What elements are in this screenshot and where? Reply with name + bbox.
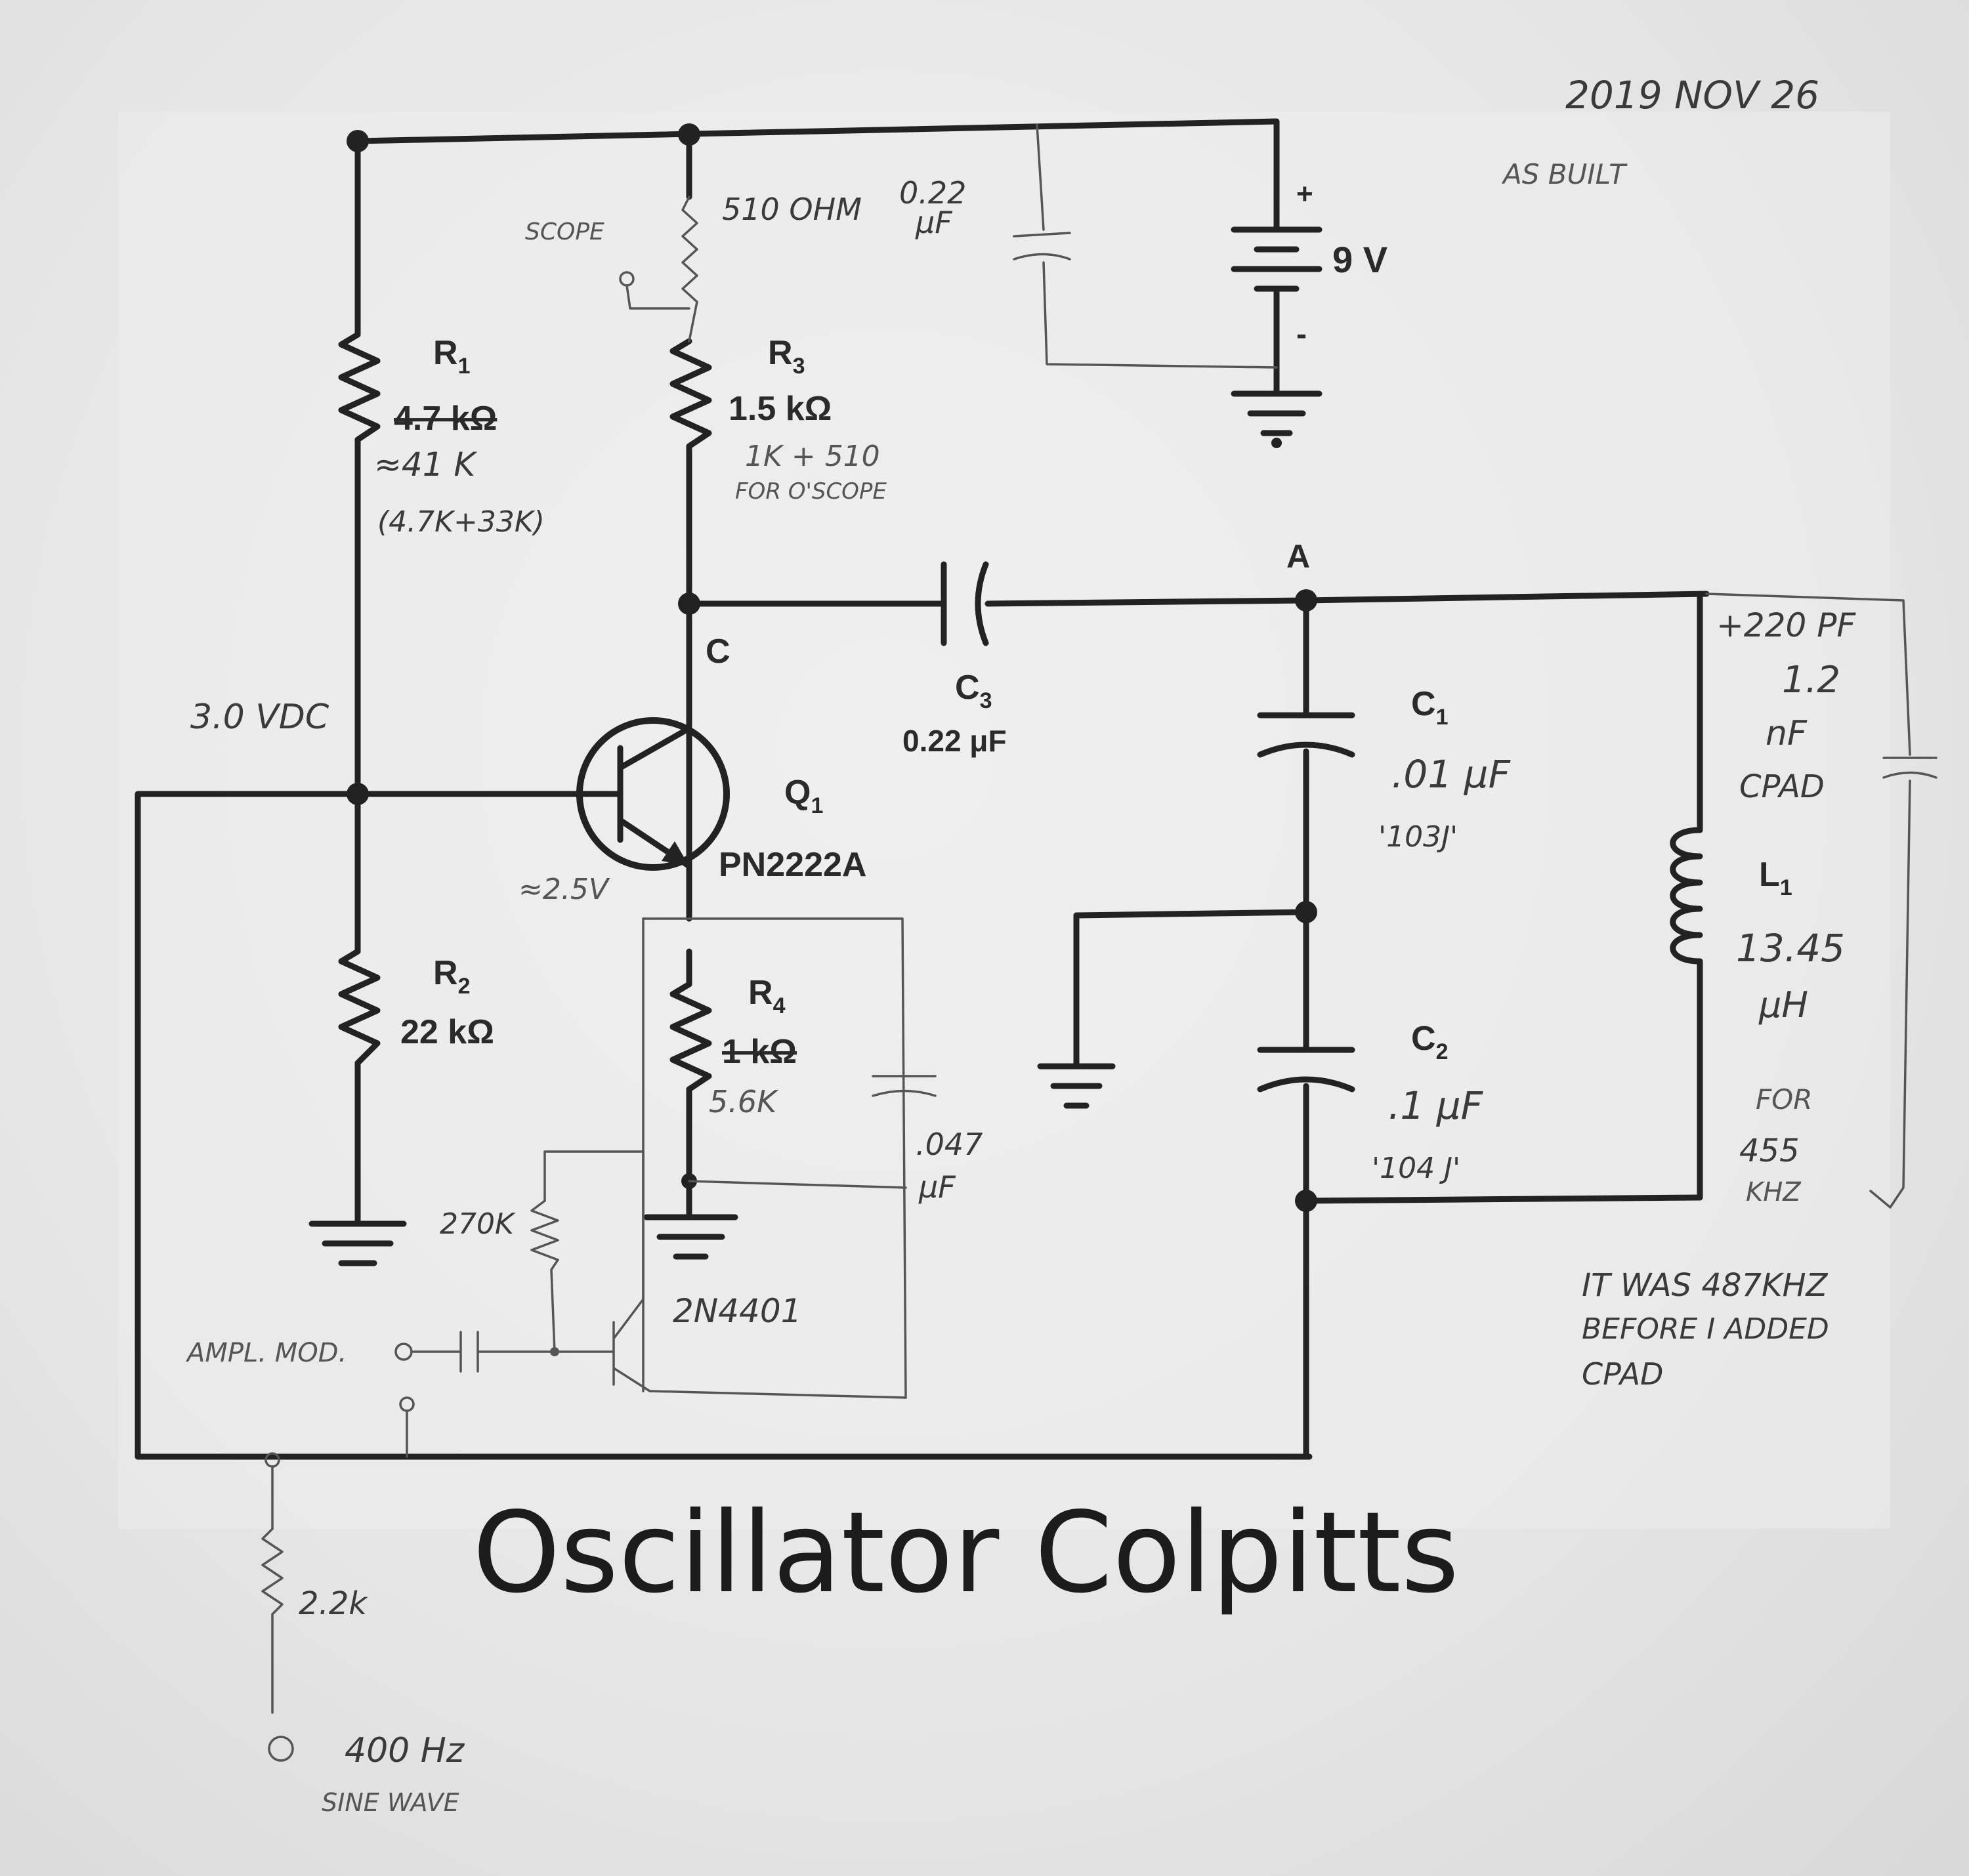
svg-text:R2: R2 — [433, 954, 470, 999]
svg-text:R1: R1 — [433, 334, 470, 379]
c1-capacitor — [1257, 712, 1355, 758]
sine-input-label-2: SINE WAVE — [322, 1788, 459, 1817]
scope-label: SCOPE — [525, 219, 604, 245]
bypass-value-1: 0.22 — [899, 175, 966, 211]
r4-value: 1 kΩ — [722, 1033, 797, 1071]
svg-text:C2: C2 — [1411, 1020, 1448, 1064]
cpad-line-1: +220 PF — [1716, 606, 1856, 644]
r4-resistor — [669, 981, 712, 1093]
top-rail — [354, 118, 1280, 200]
sine-input-label-1: 400 Hz — [345, 1731, 465, 1770]
r270k-resistor — [530, 1199, 559, 1353]
cpad-line-3: nF — [1766, 714, 1808, 753]
l1-value-2: μH — [1758, 984, 1808, 1026]
q2-transistor — [543, 1150, 907, 1399]
scope-lead — [625, 284, 690, 310]
c1-value: .01 μF — [1391, 752, 1512, 797]
ampl-mod-label: AMPL. MOD. — [185, 1338, 347, 1368]
c2-label: C2 — [1411, 1020, 1448, 1064]
r4-actual: 5.6K — [709, 1084, 779, 1119]
header-date: 2019 NOV 26 — [1565, 73, 1819, 117]
q1-part: PN2222A — [719, 846, 866, 884]
r1-struck-value: 4.7 kΩ — [394, 400, 497, 438]
r3-resistor — [669, 338, 712, 449]
battery-ground — [1231, 390, 1323, 448]
page-title: Oscillator Colpitts — [473, 1488, 1459, 1618]
svg-text:C1: C1 — [1411, 685, 1448, 730]
c1-c2-ground — [1037, 909, 1309, 1109]
battery-label: 9 V — [1332, 239, 1387, 280]
c3-value: 0.22 μF — [902, 724, 1007, 758]
emitter-voltage: ≈2.5V — [519, 873, 610, 906]
note-line-2: BEFORE I ADDED — [1582, 1312, 1829, 1346]
r4-ground — [643, 1214, 738, 1260]
c1-code: '103J' — [1378, 820, 1458, 854]
q1-label: Q1 — [784, 774, 823, 818]
r-mod-value: 2.2k — [299, 1585, 368, 1622]
r1-detail: (4.7K+33K) — [377, 505, 545, 539]
c3-capacitor — [941, 561, 989, 646]
mod-coupling-capacitor — [412, 1331, 615, 1373]
feedback-wire — [686, 591, 1710, 1460]
c2-code: '104 J' — [1372, 1152, 1460, 1185]
sine-input-terminal[interactable] — [268, 1736, 294, 1762]
c2-capacitor — [1257, 1047, 1355, 1093]
r3-label: R3 — [768, 334, 805, 379]
r2-label: R2 — [433, 954, 470, 999]
sine-input-lead — [265, 1452, 280, 1530]
emitter-cap-value-1: .047 — [916, 1127, 983, 1162]
r1-resistor — [338, 331, 381, 443]
note-line-1: IT WAS 487KHZ — [1582, 1267, 1829, 1304]
l1-note-3: KHZ — [1746, 1177, 1802, 1207]
r2-ground — [308, 1220, 407, 1266]
cpad-line-2: 1.2 — [1782, 659, 1840, 701]
ampl-mod-terminal[interactable] — [394, 1343, 413, 1361]
scope-resistor — [681, 196, 698, 343]
emitter-cap-value-2: μF — [918, 1169, 956, 1205]
l1-note-2: 455 — [1739, 1133, 1800, 1169]
r1-label: R1 — [433, 334, 470, 379]
base-voltage: 3.0 VDC — [190, 698, 329, 737]
bypass-capacitor — [1013, 123, 1278, 369]
l1-note-1: FOR — [1756, 1083, 1812, 1115]
r-mod-resistor — [261, 1528, 284, 1714]
l1-inductor — [1670, 827, 1703, 965]
svg-text:L1: L1 — [1759, 856, 1792, 900]
battery-minus: - — [1296, 317, 1307, 352]
header-note: AS BUILT — [1501, 158, 1628, 190]
svg-text:C3: C3 — [955, 669, 992, 713]
svg-text:R4: R4 — [748, 974, 786, 1018]
r4-label: R4 — [748, 974, 786, 1018]
l1-label: L1 — [1759, 856, 1792, 900]
c2-value: .1 μF — [1388, 1083, 1484, 1128]
mod-ground-lead — [399, 1396, 415, 1458]
l1-value-1: 13.45 — [1736, 926, 1845, 970]
node-c-label: C — [706, 633, 730, 671]
r-base-value: 270K — [440, 1207, 516, 1241]
c1-label: C1 — [1411, 685, 1448, 730]
svg-text:R3: R3 — [768, 334, 805, 379]
r2-resistor — [338, 948, 381, 1066]
c3-label: C3 — [955, 669, 992, 713]
cpad-capacitor — [1705, 593, 1937, 1209]
r-scope-value: 510 OHM — [722, 192, 862, 227]
battery-plus: + — [1296, 178, 1313, 210]
r3-value: 1.5 kΩ — [729, 390, 832, 428]
r2-value: 22 kΩ — [400, 1013, 494, 1051]
printout-sheet — [118, 112, 1890, 1529]
r3-note-1: 1K + 510 — [745, 440, 880, 473]
cpad-line-4: CPAD — [1739, 768, 1825, 805]
r3-note-2: FOR O'SCOPE — [735, 478, 887, 505]
node-a-label: A — [1286, 538, 1310, 575]
note-line-3: CPAD — [1582, 1356, 1663, 1392]
r1-approx: ≈41 K — [374, 446, 478, 484]
scope-terminal — [619, 271, 635, 287]
battery-9v — [1231, 194, 1323, 397]
bypass-value-2: μF — [915, 205, 952, 240]
svg-text:Q1: Q1 — [784, 774, 823, 818]
q2-part: 2N4401 — [673, 1292, 801, 1330]
q1-transistor — [576, 717, 730, 922]
